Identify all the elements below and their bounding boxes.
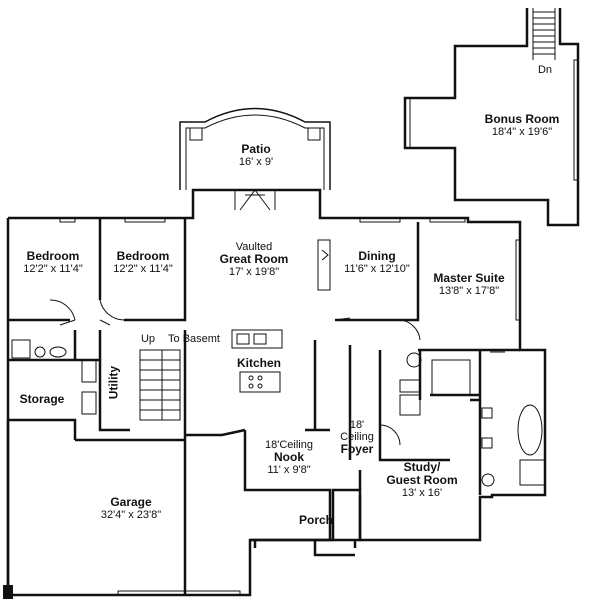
master-suite-label: Master Suite 13'8" x 17'8" [433,271,505,298]
dn-label: Dn [537,64,553,76]
bonus-room-walls [403,8,580,227]
patio-label: Patio 16' x 9' [238,142,274,169]
stairs-up-label: Up [140,333,156,345]
utility-label: Utility [106,365,121,400]
garage-label: Garage 32'4" x 23'8" [100,495,162,522]
hall-walls [8,330,246,440]
bedroom-1-label: Bedroom 12'2" x 11'4" [23,249,83,276]
porch-walls [250,495,362,557]
bonus-room-label: Bonus Room 18'4" x 19'6" [484,112,560,139]
to-basement-label: To Basemt [168,333,220,345]
kitchen-label: Kitchen [236,356,282,370]
study-label: Study/ Guest Room 13' x 16' [386,460,458,500]
foyer-label: 18' Ceiling Foyer [340,419,374,457]
main-house-walls [6,188,547,597]
patio-outline [179,107,331,190]
kitchen-walls [243,340,450,540]
great-room-label: Vaulted Great Room 17' x 19'8" [219,241,289,279]
dining-label: Dining 11'6" x 12'10" [344,249,410,276]
storage-label: Storage [19,392,65,406]
patio-inner [185,114,325,190]
nook-label: 18'Ceiling Nook 11' x 9'8" [265,439,313,477]
bedroom-2-label: Bedroom 12'2" x 11'4" [113,249,173,276]
master-walls [335,222,520,495]
bonus-stair [532,8,556,60]
garage-walls [6,418,187,595]
bedroom-walls [8,218,187,322]
porch-label: Porch [298,513,334,527]
